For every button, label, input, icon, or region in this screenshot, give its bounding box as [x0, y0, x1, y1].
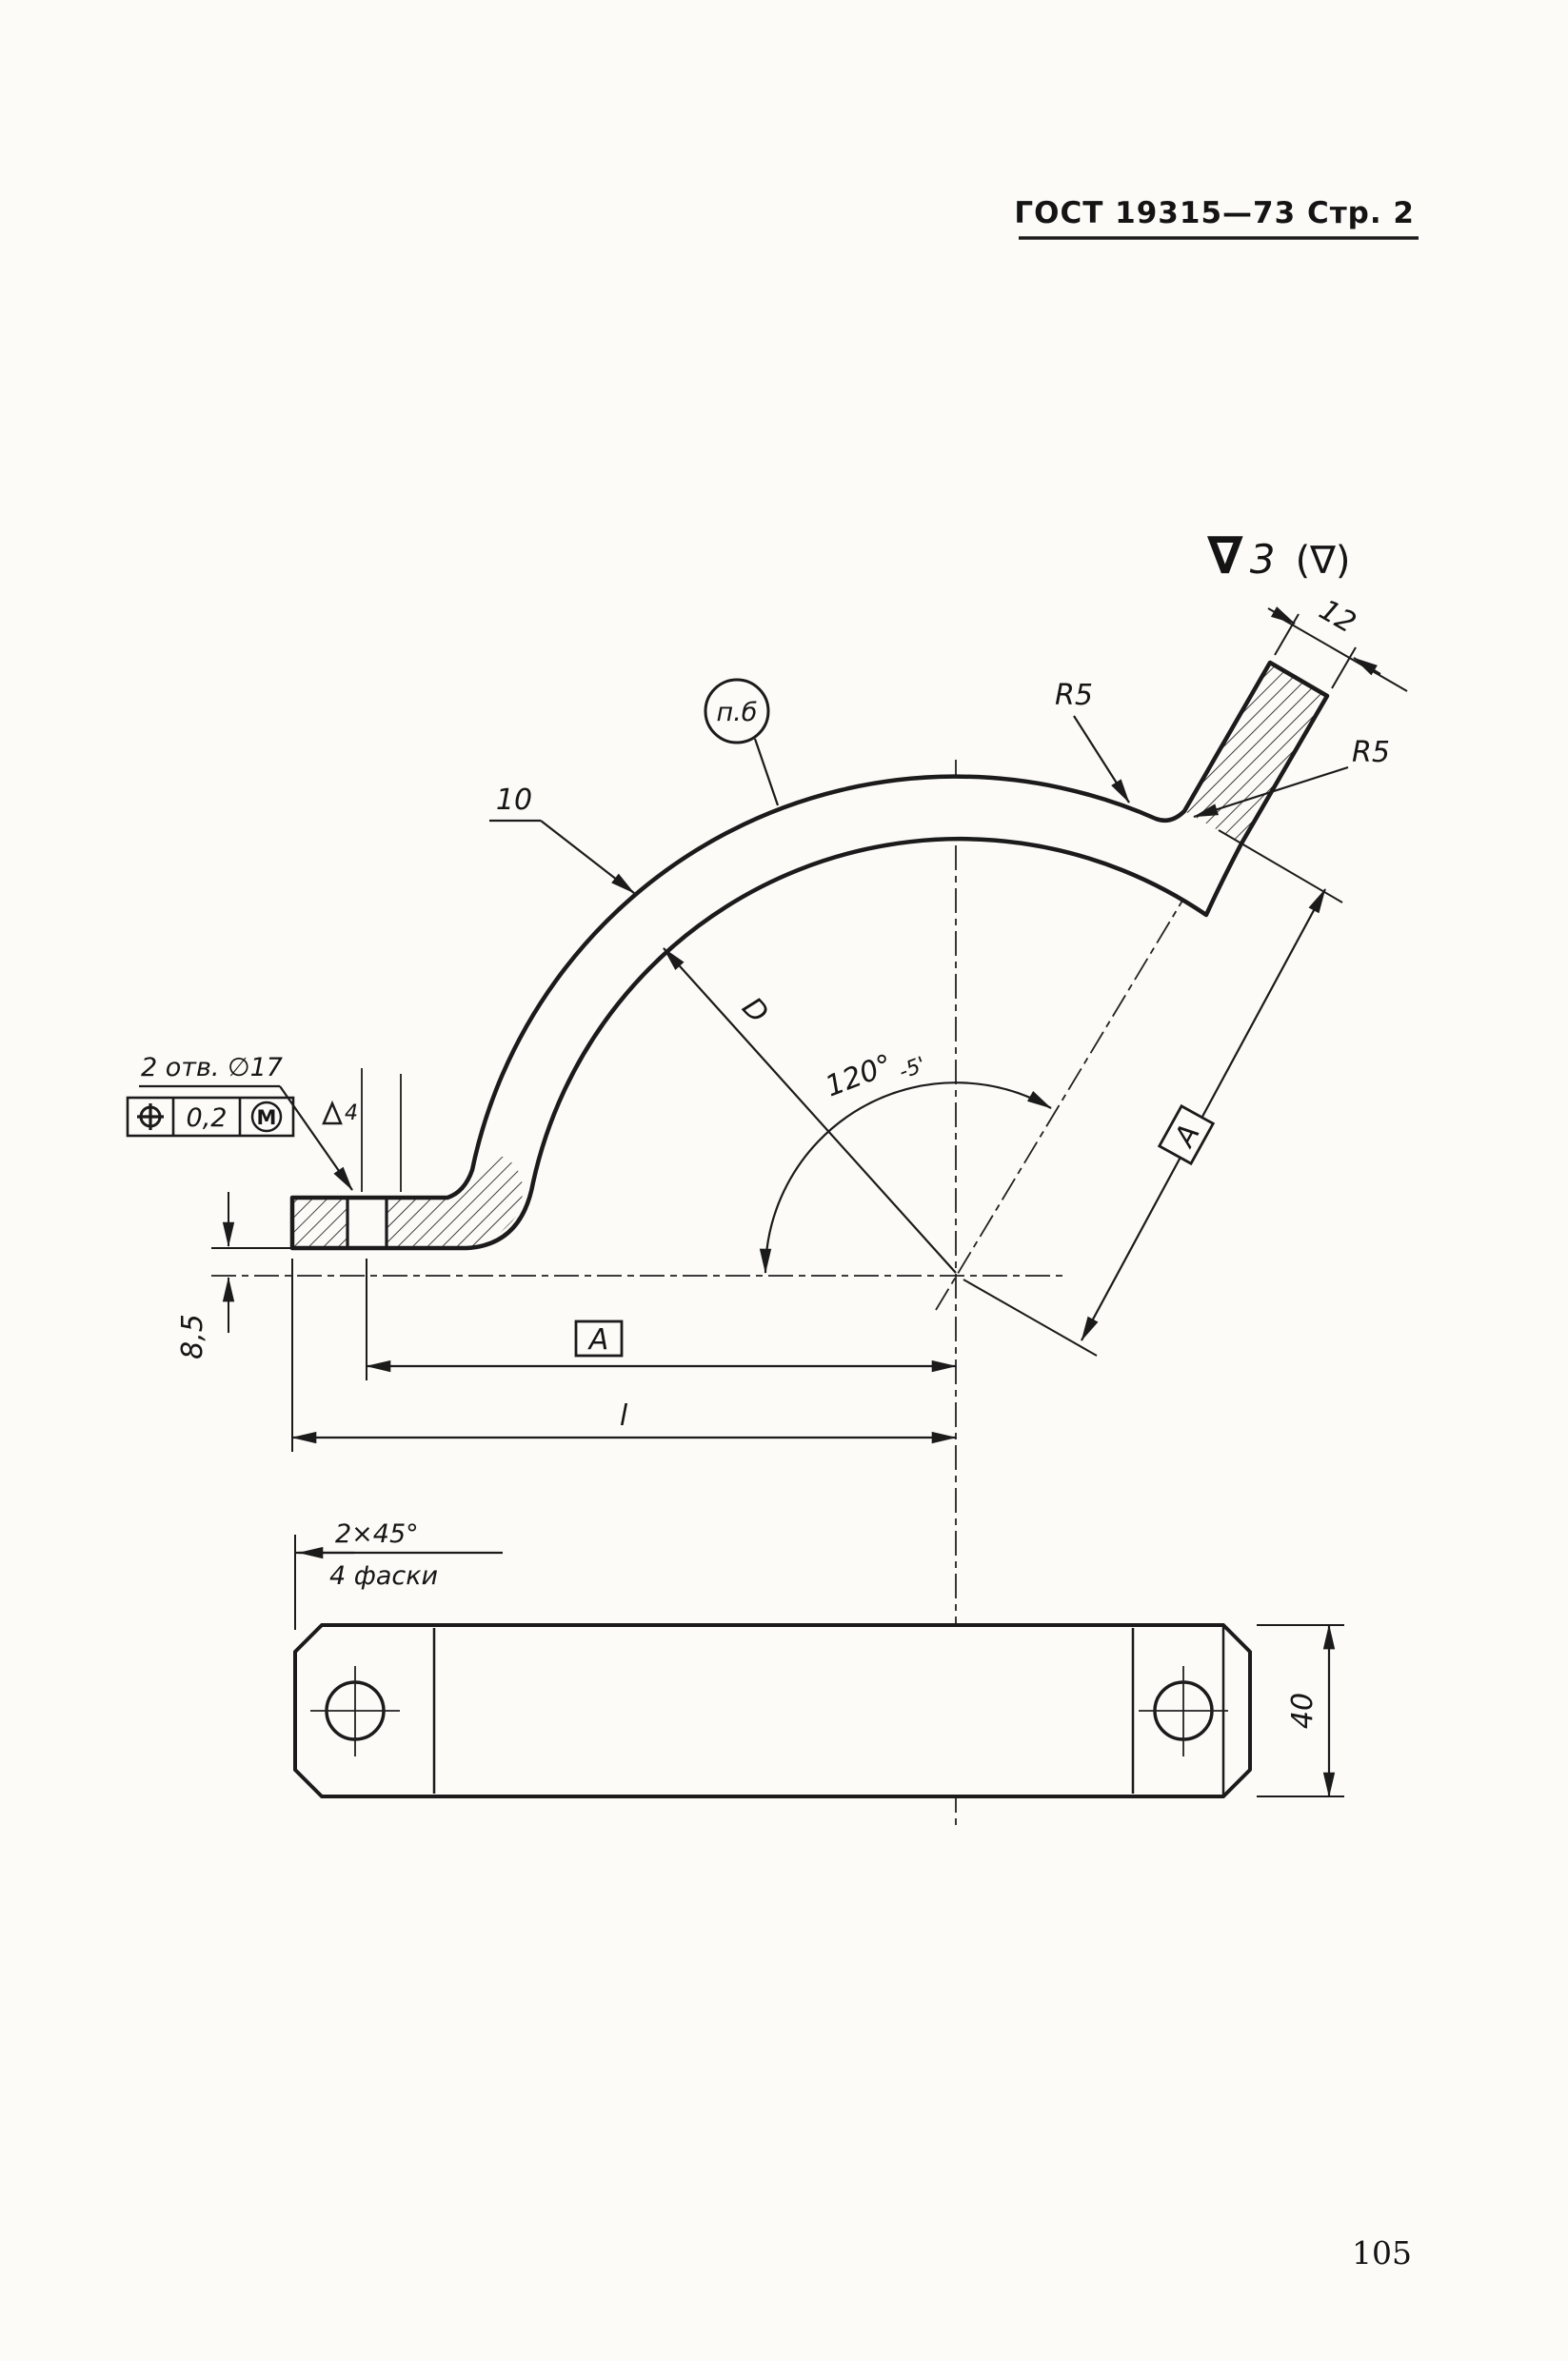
page-number: 105	[1352, 2234, 1412, 2272]
surface-finish-note: ∇ 3 (∇)	[1207, 526, 1351, 585]
hatch-foot-left	[292, 1198, 347, 1248]
roughness-triangle-icon	[322, 1100, 343, 1125]
fcf-modifier: M	[257, 1106, 277, 1129]
arm-label-frame	[1157, 1103, 1216, 1166]
position-tolerance-icon	[137, 1103, 164, 1130]
fcf-border	[126, 1096, 295, 1138]
arm-label-box: A	[1157, 1103, 1216, 1166]
holes-note-leader	[279, 1085, 353, 1191]
bottom-view	[293, 1623, 1252, 1798]
dim-band-thickness: 10	[489, 784, 635, 894]
thickness-leader	[540, 820, 635, 894]
dim-arm-length: A	[963, 829, 1343, 1357]
arm-dim-line	[1081, 888, 1326, 1341]
strip-outline	[293, 1623, 1252, 1798]
dim-overall-length: l	[291, 1259, 957, 1452]
fcf-value: 0,2	[187, 1103, 228, 1133]
fillet-side-label: R5	[1352, 736, 1390, 769]
dim-strip-width: 40	[1257, 1624, 1344, 1797]
fillet-callout-top: R5	[1055, 679, 1130, 804]
roughness-value: 4	[345, 1101, 358, 1125]
base-length-label: A	[587, 1323, 609, 1357]
callout-label: п.б	[717, 698, 758, 727]
stub-dim-line	[1278, 616, 1408, 692]
finish-triangle-icon: ∇	[1207, 526, 1243, 585]
stub-ext-line-outer	[1274, 613, 1300, 656]
diameter-label: D	[735, 991, 774, 1030]
section-callout: п.б	[704, 678, 780, 806]
strip-width-label: 40	[1286, 1693, 1320, 1729]
dim-arc-diameter: D	[663, 947, 957, 1274]
position-tolerance-frame: 0,2 M	[126, 1096, 295, 1138]
dim-angle: 120° -5'	[759, 1048, 1052, 1274]
standard-reference: ГОСТ 19315—73 Стр. 2	[1014, 196, 1415, 230]
chamfer-count-label: 4 фаски	[329, 1561, 438, 1591]
stub-arrow-inner	[1353, 657, 1381, 676]
fillet-top-label: R5	[1055, 679, 1093, 712]
chamfer-size-label: 2×45°	[335, 1519, 419, 1549]
chamfer-callout: 2×45° 4 фаски	[294, 1519, 503, 1630]
fillet-side-leader	[1193, 765, 1349, 819]
fillet-callout-side: R5	[1193, 736, 1390, 819]
stub-ext-line-inner	[1331, 646, 1357, 689]
overall-length-label: l	[620, 1399, 628, 1433]
fillet-top-leader	[1073, 715, 1130, 804]
base-height-label: 8,5	[176, 1314, 209, 1359]
callout-leader	[753, 738, 780, 806]
callout-circle	[704, 678, 770, 744]
circled-m-icon	[250, 1101, 283, 1133]
stub-arrow-outer	[1267, 606, 1296, 625]
hole-center-marks	[310, 1666, 1228, 1756]
hatch-foot-root	[387, 1156, 523, 1248]
hatch-stub-section	[1184, 663, 1327, 843]
band-thickness-label: 10	[496, 784, 532, 817]
dim-base-height: 8,5	[176, 1192, 290, 1359]
base-length-frame	[574, 1319, 624, 1358]
angle-arc	[759, 1081, 1052, 1274]
arm-ext-line-center	[963, 1279, 1098, 1357]
dim-base-length: A	[366, 1259, 957, 1380]
stub-width-label: 12	[1313, 593, 1361, 640]
hole-roughness-mark: 4	[322, 1068, 402, 1192]
holes-note-label: 2 отв. ∅17	[141, 1053, 283, 1082]
base-length-box: A	[574, 1319, 624, 1358]
holes-callout: 2 отв. ∅17	[139, 1053, 353, 1191]
part-outline	[289, 660, 1330, 1251]
diameter-line	[663, 947, 957, 1274]
